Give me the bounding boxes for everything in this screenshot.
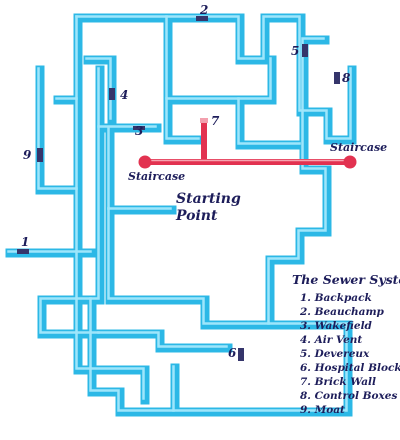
air-vent-marker: [109, 88, 115, 100]
sewer-pipe-highlight: [37, 67, 78, 190]
sewer-pipe: [105, 205, 275, 330]
sewer-pipe: [87, 365, 150, 405]
devereux-marker: [302, 44, 308, 57]
sewer-pipe-highlight: [237, 57, 272, 100]
legend-item: 5. Devereux: [300, 348, 370, 360]
sewer-pipe-highlight: [107, 207, 270, 325]
map-labels: 1 2 3 4 5 6 7 8 9 Staircase Staircase St…: [21, 3, 400, 416]
sewer-pipe-highlight: [165, 97, 200, 140]
sewer-pipe: [163, 13, 306, 150]
sewer-pipe: [163, 95, 205, 145]
location-markers: [17, 16, 340, 361]
legend-item: 3. Wakefield: [300, 320, 373, 332]
moat-marker: [37, 148, 43, 162]
sewer-pipe: [35, 65, 83, 195]
legend-item: 4. Air Vent: [300, 334, 362, 346]
sewer-pipe-highlight: [39, 67, 100, 334]
staircase-left-node: [138, 155, 152, 169]
brick-wall-marker: [200, 118, 208, 123]
staircase-right-node: [343, 155, 357, 169]
legend-title: The Sewer System: [292, 272, 400, 287]
staircase-left-label: Staircase: [128, 170, 185, 183]
legend-item: 9. Moat: [300, 404, 345, 416]
starting-point-label-line2: Point: [175, 208, 218, 224]
sewer-pipe-highlight: [75, 15, 352, 140]
sewer-pipe: [37, 65, 105, 339]
legend-item: 2. Beauchamp: [299, 306, 385, 318]
point-label-9: 9: [23, 148, 32, 162]
hospital-block-marker: [238, 348, 244, 361]
point-label-3: 3: [135, 124, 143, 138]
point-label-8: 8: [342, 71, 351, 85]
red-staircase-route: [138, 118, 357, 169]
sewer-pipe: [73, 13, 357, 145]
staircase-right-label: Staircase: [330, 141, 387, 154]
sewer-pipe-highlight: [165, 15, 301, 145]
control-boxes-marker: [334, 72, 340, 84]
point-label-4: 4: [120, 88, 128, 102]
starting-point-label-line1: Starting: [176, 191, 241, 207]
point-label-5: 5: [291, 44, 299, 58]
legend-item: 6. Hospital Block: [300, 362, 400, 374]
point-label-2: 2: [199, 3, 208, 17]
sewer-pipe-highlight: [97, 331, 228, 348]
wakefield-marker: [133, 126, 145, 130]
sewer-pipe-highlight: [89, 367, 145, 400]
legend-item: 8. Control Boxes: [300, 390, 397, 402]
beauchamp-marker: [196, 16, 208, 21]
point-label-7: 7: [211, 114, 220, 128]
legend-item: 1. Backpack: [300, 292, 372, 304]
point-label-1: 1: [21, 235, 29, 249]
point-label-6: 6: [228, 346, 237, 360]
backpack-marker: [17, 249, 29, 254]
sewer-pipe: [95, 329, 233, 353]
sewer-pipe: [235, 55, 277, 105]
legend-item: 7. Brick Wall: [300, 376, 376, 388]
